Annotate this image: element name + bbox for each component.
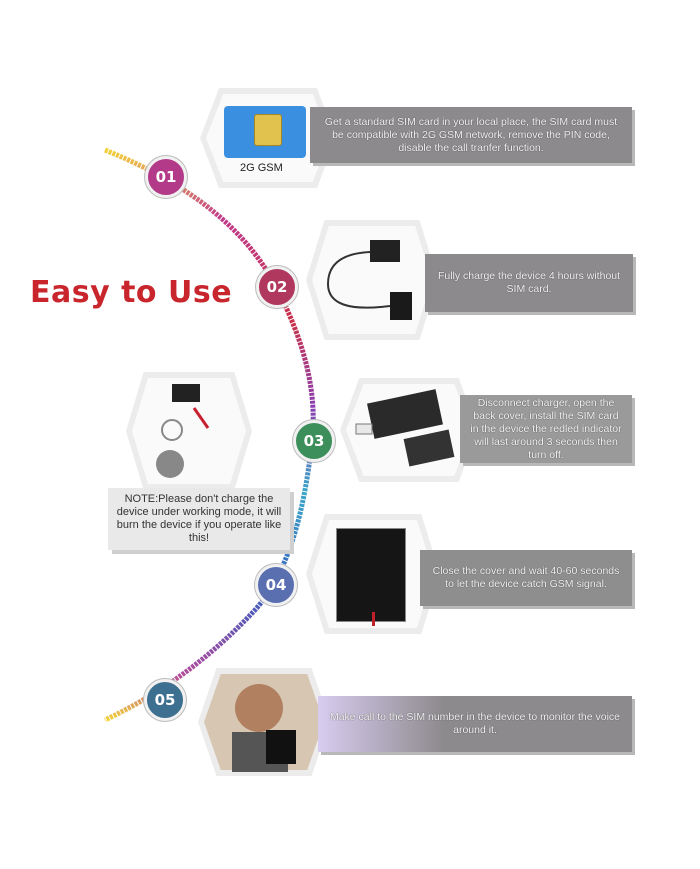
sim-chip [254, 114, 282, 146]
step-5-text: Make call to the SIM number in the devic… [318, 696, 632, 752]
device-install-icon [355, 389, 455, 467]
device-warning-icon [156, 384, 210, 478]
charger-icon [326, 240, 412, 320]
step-2-number: 02 [256, 266, 298, 308]
step-3-number: 03 [293, 420, 335, 462]
note-text: NOTE:Please don't charge the device unde… [108, 488, 290, 550]
step-1-number: 01 [145, 156, 187, 198]
person-calling-icon [232, 684, 296, 772]
step-4-text: Close the cover and wait 40-60 seconds t… [420, 550, 632, 606]
device-icon [336, 528, 406, 622]
step-4-number: 04 [255, 564, 297, 606]
sim-card-label: 2G GSM [240, 162, 283, 174]
step-5-number: 05 [144, 679, 186, 721]
indicator-arrow [372, 612, 375, 626]
step-1-text: Get a standard SIM card in your local pl… [310, 107, 632, 163]
step-2-text: Fully charge the device 4 hours without … [425, 254, 633, 312]
page-title: Easy to Use [30, 275, 233, 310]
step-3-text: Disconnect charger, open the back cover,… [460, 395, 632, 463]
